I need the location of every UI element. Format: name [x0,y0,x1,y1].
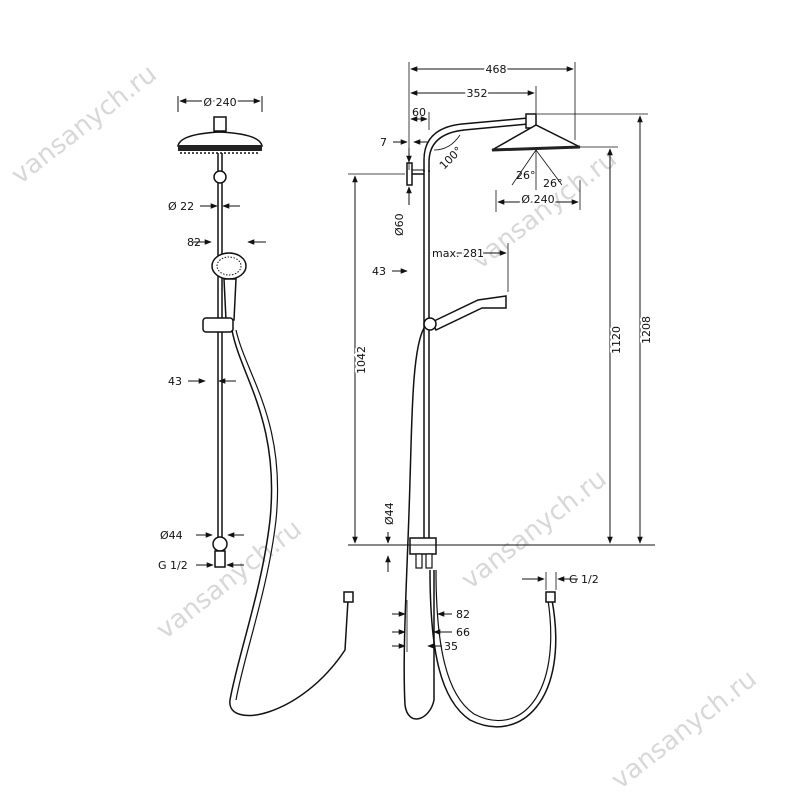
front-hand-shower [202,252,247,333]
side-dim-head-diameter: Ø 240 [521,193,554,206]
side-dim-82: 82 [456,608,470,621]
side-dim-bracket-diameter: Ø60 [393,213,406,236]
side-dim-connector: Ø44 [383,502,396,525]
side-dim-35: 35 [444,640,458,653]
front-dim-rail-offset: 43 [168,375,182,388]
side-wall-bracket [406,162,424,186]
watermark-1: vansanych.ru [6,59,163,191]
watermarks: vansanych.ru vansanych.ru vansanych.ru v… [6,59,763,796]
side-dim-max-reach: max. 281 [432,247,484,260]
front-shower-head [177,116,263,154]
side-hand-shower [423,295,507,331]
side-dim-height-1042: 1042 [355,346,368,374]
side-dim-height-1120: 1120 [610,326,623,354]
side-dim-offset-7: 7 [380,136,387,149]
side-dim-arm-reach: 352 [467,87,488,100]
side-dim-thread: G 1/2 [569,573,599,586]
side-dim-offset-60: 60 [412,106,426,119]
front-view: Ø 240 Ø 22 82 43 Ø44 G 1/2 [158,94,354,717]
front-dim-handshower: 82 [187,236,201,249]
side-view: 468 352 60 7 100° 26° 26° Ø 240 Ø60 [348,61,655,728]
front-dim-head-diameter: Ø 240 [203,96,236,109]
front-dim-connector: Ø44 [160,529,183,542]
side-dim-angle-26b: 26° [543,177,563,190]
side-dim-height-1208: 1208 [640,316,653,344]
side-dim-wall-offset: 43 [372,265,386,278]
side-dim-angle-100: 100° [437,144,465,172]
front-dim-thread: G 1/2 [158,559,188,572]
watermark-4: vansanych.ru [606,664,763,796]
front-connector [212,536,228,568]
side-shower-head [491,113,581,152]
side-connector [409,537,437,569]
front-dim-pipe-diameter: Ø 22 [168,200,194,213]
side-dim-total-reach: 468 [486,63,507,76]
side-dim-angle-26a: 26° [516,169,536,182]
front-wall-bracket [213,170,227,184]
watermark-2: vansanych.ru [466,144,623,276]
side-dim-66: 66 [456,626,470,639]
